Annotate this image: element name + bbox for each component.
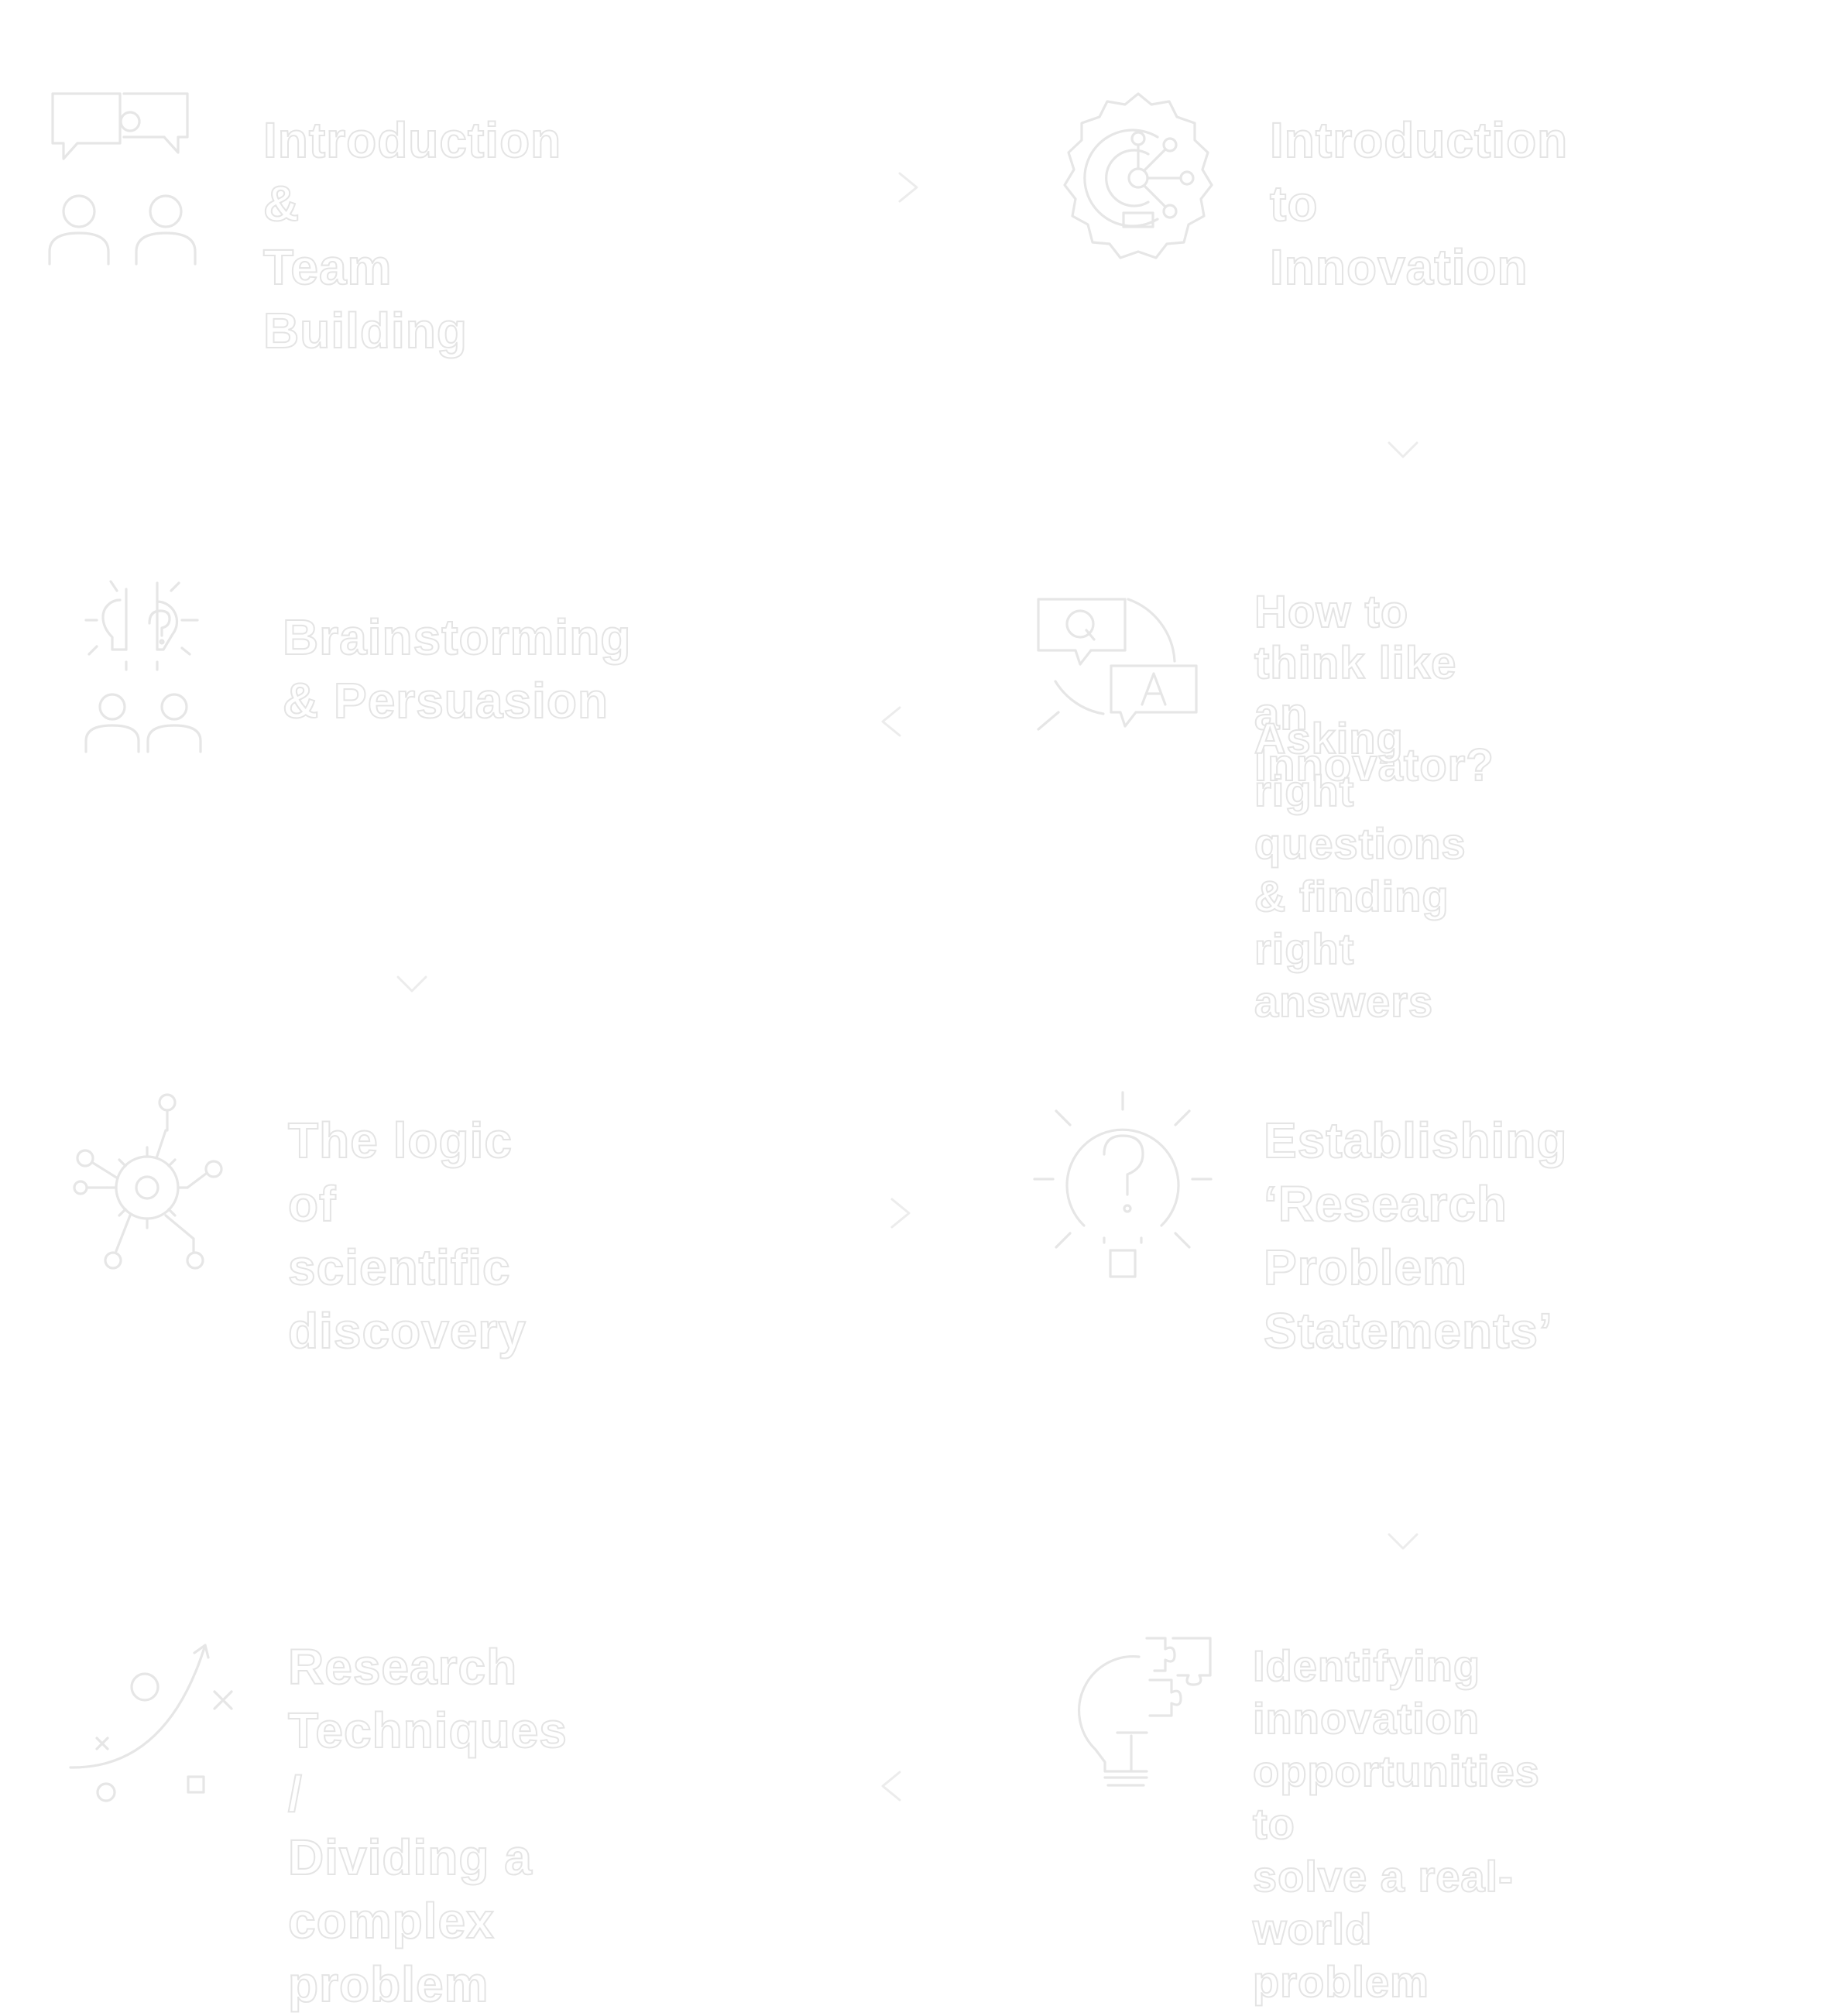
team-discussion-icon — [46, 89, 205, 267]
arrow-down-icon — [1386, 434, 1420, 468]
step-3-subtitle: Asking right questions & finding right a… — [1254, 713, 1467, 1027]
arrow-right-icon — [890, 170, 925, 204]
step-1-title: Introduction & Team Building — [262, 111, 562, 359]
network-gear-icon — [70, 1092, 240, 1277]
question-answer-icon — [1034, 596, 1200, 747]
lightbulb-question-icon — [1030, 1088, 1216, 1281]
arrow-left-icon — [875, 1769, 909, 1803]
arrow-down-icon — [395, 968, 429, 1002]
brainstorm-people-icon — [66, 577, 221, 755]
step-6-title: Establishing ‘Research Problem Statement… — [1263, 1112, 1568, 1359]
step-8-title: Research Techniques / Dividing a complex… — [287, 1638, 568, 2013]
step-7-title: Identifying innovation opportunities to … — [1252, 1641, 1540, 2007]
arrow-left-icon — [875, 705, 909, 739]
strategy-diagram-icon — [66, 1637, 244, 1804]
puzzle-lightbulb-icon — [1072, 1634, 1220, 1788]
step-3-title: How to think like an Innovator? — [1254, 586, 1494, 791]
arrow-right-icon — [883, 1196, 917, 1230]
step-2-title: Introduction to Innovation — [1269, 111, 1569, 296]
step-5-title: The logic of scientific discovery — [287, 1112, 527, 1359]
step-4-title: Brainstorming & Persuasion — [282, 609, 632, 729]
arrow-down-icon — [1386, 1525, 1420, 1559]
innovation-gear-icon — [1049, 89, 1227, 267]
